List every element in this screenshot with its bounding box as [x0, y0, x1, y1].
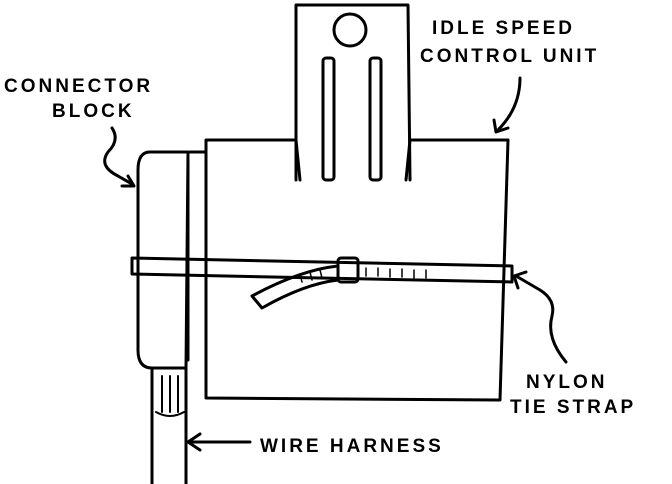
connector-label-line2: BLOCK — [52, 101, 135, 122]
leader-nylon-strap — [514, 274, 568, 364]
bracket-inner-edge-left — [294, 138, 302, 182]
tie-strap-teeth — [299, 267, 427, 283]
idle-speed-label-line1: IDLE SPEED — [432, 18, 575, 39]
tie-strap-band — [130, 256, 514, 284]
connector-label-line1: CONNECTOR — [4, 76, 153, 97]
leader-idle-speed-arrowhead — [492, 118, 510, 134]
leader-wire-arrowhead — [186, 432, 202, 452]
bracket-inner-edge-right — [404, 138, 412, 182]
bracket-slot-right — [368, 56, 383, 182]
wire-harness-strands — [155, 375, 185, 417]
nylon-label-line1: NYLON — [526, 372, 608, 393]
leader-idle-speed — [496, 76, 522, 132]
nylon-label-line2: TIE STRAP — [510, 397, 636, 418]
idle-speed-label-line2: CONTROL UNIT — [420, 46, 599, 67]
wire-harness-outline — [150, 366, 188, 484]
bracket-mount-hole — [332, 12, 368, 48]
leader-connector-arrowhead — [120, 174, 136, 188]
tie-strap-tail — [250, 264, 340, 310]
mounting-bracket — [294, 3, 412, 182]
tie-strap-lock — [336, 256, 360, 284]
leader-nylon-arrowhead — [512, 270, 528, 290]
wire-harness-label: WIRE HARNESS — [260, 436, 444, 457]
leader-connector — [103, 126, 134, 186]
control-unit-body — [204, 138, 510, 402]
bracket-slot-left — [321, 56, 336, 182]
